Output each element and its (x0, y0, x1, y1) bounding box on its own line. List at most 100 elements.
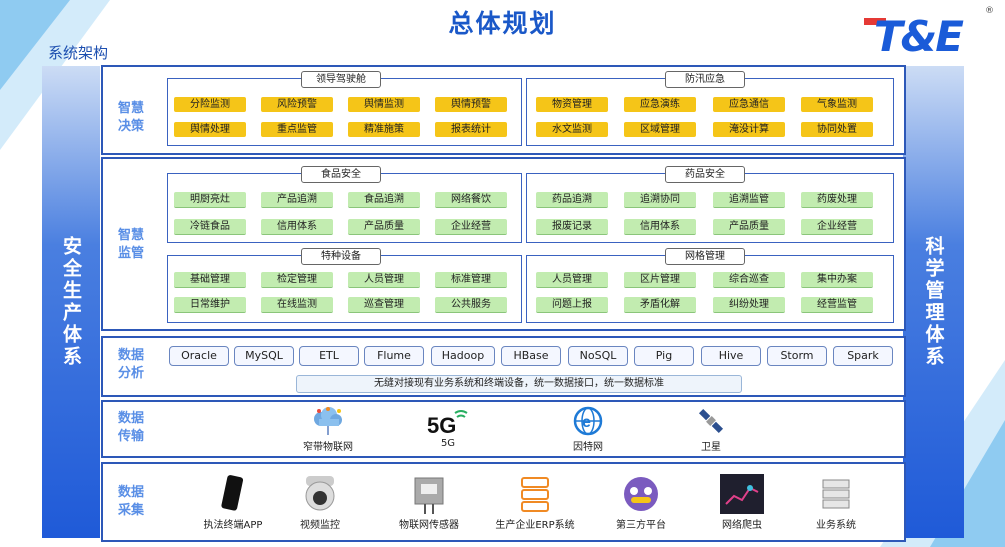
special-equipment-group: 特种设备 基础管理 检定管理 人员管理 标准管理 日常维护 在线监测 巡查管理 … (167, 248, 522, 323)
supervision-chip[interactable]: 人员管理 (348, 272, 420, 288)
tool-etl[interactable]: ETL (299, 346, 359, 366)
decision-chip[interactable]: 协同处置 (801, 122, 873, 137)
decision-chip[interactable]: 分险监测 (174, 97, 246, 112)
tool-mysql[interactable]: MySQL (234, 346, 294, 366)
decision-chip[interactable]: 水文监测 (536, 122, 608, 137)
page-title: 总体规划 (448, 9, 557, 38)
transfer-item-satellite[interactable]: 卫星 (681, 404, 741, 453)
supervision-chip[interactable]: 检定管理 (261, 272, 333, 288)
collect-item-label: 网络爬虫 (722, 520, 762, 531)
logo-red-bar (864, 18, 886, 25)
group-title: 药品安全 (665, 166, 745, 183)
supervision-chip[interactable]: 矛盾化解 (624, 297, 696, 313)
transfer-item-5g[interactable]: 5G 5G (418, 404, 478, 449)
server-icon (483, 472, 587, 516)
decision-chip[interactable]: 物资管理 (536, 97, 608, 112)
tool-flume[interactable]: Flume (364, 346, 424, 366)
collect-layer: 数据采集 执法终端APP 视频监控 物联网传感器 (101, 462, 906, 542)
supervision-label: 智慧监管 (117, 228, 144, 261)
transfer-item-internet[interactable]: e 因特网 (558, 404, 618, 453)
supervision-chip[interactable]: 产品质量 (348, 219, 420, 235)
transfer-item-label: 因特网 (573, 442, 603, 453)
decision-chip[interactable]: 舆情处理 (174, 122, 246, 137)
supervision-chip[interactable]: 药废处理 (801, 192, 873, 208)
phone-icon (193, 472, 273, 516)
collect-item-label: 业务系统 (816, 520, 856, 531)
decision-chip[interactable]: 报表统计 (435, 122, 507, 137)
tool-oracle[interactable]: Oracle (169, 346, 229, 366)
tool-storm[interactable]: Storm (767, 346, 827, 366)
food-safety-group: 食品安全 明厨亮灶 产品追溯 食品追溯 网络餐饮 冷链食品 信用体系 产品质量 … (167, 166, 522, 243)
supervision-chip[interactable]: 企业经营 (801, 219, 873, 235)
decision-chip[interactable]: 应急通信 (713, 97, 785, 112)
decision-chip[interactable]: 舆情预警 (435, 97, 507, 112)
tool-hadoop[interactable]: Hadoop (431, 346, 495, 366)
supervision-chip[interactable]: 人员管理 (536, 272, 608, 288)
transfer-item-iot[interactable]: 窄带物联网 (293, 404, 363, 453)
tool-hbase[interactable]: HBase (501, 346, 561, 366)
supervision-chip[interactable]: 明厨亮灶 (174, 192, 246, 208)
supervision-chip[interactable]: 冷链食品 (174, 219, 246, 235)
collect-item-app[interactable]: 执法终端APP (193, 472, 273, 531)
logo-text: T&E (874, 12, 964, 61)
supervision-chip[interactable]: 基础管理 (174, 272, 246, 288)
collect-item-platform[interactable]: 第三方平台 (601, 472, 681, 531)
supervision-chip[interactable]: 公共服务 (435, 297, 507, 313)
supervision-chip[interactable]: 纠纷处理 (713, 297, 785, 313)
supervision-chip[interactable]: 区片管理 (624, 272, 696, 288)
company-logo: T&E ® (862, 6, 996, 62)
supervision-chip[interactable]: 日常维护 (174, 297, 246, 313)
supervision-chip[interactable]: 报废记录 (536, 219, 608, 235)
drug-safety-group: 药品安全 药品追溯 追溯协同 追溯监管 药废处理 报废记录 信用体系 产品质量 … (526, 166, 894, 243)
supervision-chip[interactable]: 药品追溯 (536, 192, 608, 208)
right-pillar-label: 科学管理体系 (922, 236, 945, 368)
decision-chip[interactable]: 舆情监测 (348, 97, 420, 112)
5g-icon: 5G (418, 404, 478, 438)
collect-item-crawler[interactable]: 网络爬虫 (706, 472, 778, 531)
supervision-chip[interactable]: 经营监管 (801, 297, 873, 313)
tool-pig[interactable]: Pig (634, 346, 694, 366)
decision-chip[interactable]: 应急演练 (624, 97, 696, 112)
supervision-chip[interactable]: 在线监测 (261, 297, 333, 313)
decision-chip[interactable]: 气象监测 (801, 97, 873, 112)
integration-note: 无缝对接现有业务系统和终端设备，统一数据接口，统一数据标准 (296, 375, 742, 393)
decision-chip[interactable]: 精准施策 (348, 122, 420, 137)
database-icon (801, 472, 871, 516)
collect-item-camera[interactable]: 视频监控 (285, 472, 355, 531)
collect-item-erp[interactable]: 生产企业ERP系统 (483, 472, 587, 531)
page-subtitle: 系统架构 (48, 44, 109, 62)
decision-left-group: 领导驾驶舱 分险监测 风险预警 舆情监测 舆情预警 舆情处理 重点监管 精准施策… (167, 71, 522, 146)
transfer-item-label: 窄带物联网 (303, 442, 353, 453)
supervision-chip[interactable]: 标准管理 (435, 272, 507, 288)
supervision-chip[interactable]: 综合巡查 (713, 272, 785, 288)
supervision-chip[interactable]: 信用体系 (261, 219, 333, 235)
camera-icon (285, 472, 355, 516)
supervision-chip[interactable]: 食品追溯 (348, 192, 420, 208)
decision-right-group: 防汛应急 物资管理 应急演练 应急通信 气象监测 水文监测 区域管理 淹没计算 … (526, 71, 894, 146)
tool-nosql[interactable]: NoSQL (568, 346, 628, 366)
collect-item-sensor[interactable]: 物联网传感器 (388, 472, 470, 531)
supervision-chip[interactable]: 巡查管理 (348, 297, 420, 313)
supervision-chip[interactable]: 网络餐饮 (435, 192, 507, 208)
tool-spark[interactable]: Spark (833, 346, 893, 366)
supervision-chip[interactable]: 产品质量 (713, 219, 785, 235)
supervision-chip[interactable]: 集中办案 (801, 272, 873, 288)
supervision-chip[interactable]: 企业经营 (435, 219, 507, 235)
decision-chip[interactable]: 风险预警 (261, 97, 333, 112)
registered-mark: ® (985, 6, 994, 16)
analysis-layer: 数据分析 Oracle MySQL ETL Flume Hadoop HBase… (101, 336, 906, 397)
supervision-chip[interactable]: 问题上报 (536, 297, 608, 313)
supervision-chip[interactable]: 产品追溯 (261, 192, 333, 208)
decision-chip[interactable]: 区域管理 (624, 122, 696, 137)
group-title: 领导驾驶舱 (301, 71, 381, 88)
supervision-chip[interactable]: 追溯协同 (624, 192, 696, 208)
collect-item-business[interactable]: 业务系统 (801, 472, 871, 531)
supervision-layer: 智慧监管 食品安全 明厨亮灶 产品追溯 食品追溯 网络餐饮 冷链食品 信用体系 … (101, 157, 906, 331)
decision-chip[interactable]: 重点监管 (261, 122, 333, 137)
tool-hive[interactable]: Hive (701, 346, 761, 366)
supervision-chip[interactable]: 追溯监管 (713, 192, 785, 208)
transfer-item-label: 卫星 (701, 442, 721, 453)
iot-cloud-icon (293, 404, 363, 438)
decision-chip[interactable]: 淹没计算 (713, 122, 785, 137)
supervision-chip[interactable]: 信用体系 (624, 219, 696, 235)
